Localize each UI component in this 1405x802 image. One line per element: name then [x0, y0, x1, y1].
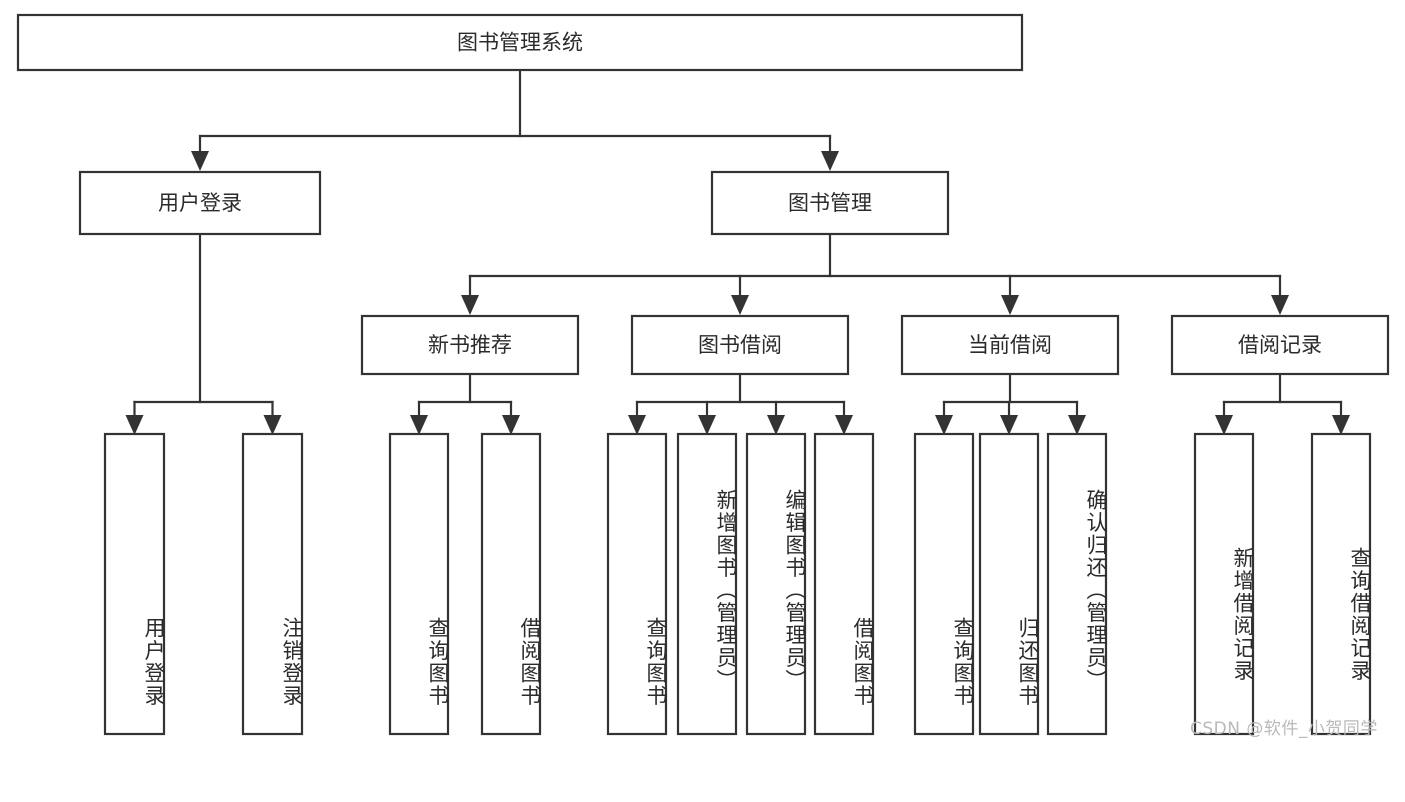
- node-level3-0-label: 新书推荐: [428, 333, 512, 357]
- node-leaf-8-rect[interactable]: [913, 432, 975, 736]
- arrow-head: [935, 415, 953, 435]
- node-leaf-5-rect[interactable]: [676, 432, 738, 736]
- node-root-label: 图书管理系统: [457, 31, 583, 55]
- node-leaf-12[interactable]: [1310, 432, 1372, 736]
- node-root[interactable]: 图书管理系统: [16, 13, 1024, 72]
- node-level3-3[interactable]: 借阅记录: [1170, 314, 1390, 376]
- node-level3-2-label: 当前借阅: [968, 333, 1052, 357]
- arrow-head: [1271, 295, 1289, 315]
- node-leaf-0-rect[interactable]: [103, 432, 166, 736]
- arrow-head: [1215, 415, 1233, 435]
- arrow-head: [1332, 415, 1350, 435]
- node-leaf-1-rect[interactable]: [241, 432, 304, 736]
- node-leaf-2-rect[interactable]: [388, 432, 450, 736]
- node-level3-0-rect[interactable]: [360, 314, 580, 376]
- node-leaf-5[interactable]: [676, 432, 738, 736]
- node-leaf-11[interactable]: [1193, 432, 1255, 736]
- arrow-head: [731, 295, 749, 315]
- node-leaf-3-rect[interactable]: [480, 432, 542, 736]
- arrow-head: [1068, 415, 1086, 435]
- arrow-head: [767, 415, 785, 435]
- node-leaf-3[interactable]: [480, 432, 542, 736]
- node-leaf-9-rect[interactable]: [978, 432, 1040, 736]
- arrow-head: [628, 415, 646, 435]
- node-leaf-10[interactable]: [1046, 432, 1108, 736]
- edges-layer: [125, 68, 1350, 435]
- node-level3-1-rect[interactable]: [630, 314, 850, 376]
- arrow-head: [410, 415, 428, 435]
- node-level3-0[interactable]: 新书推荐: [360, 314, 580, 376]
- node-level3-2-rect[interactable]: [900, 314, 1120, 376]
- arrow-head: [698, 415, 716, 435]
- csdn-watermark: CSDN @软件_小贺同学: [1190, 719, 1378, 739]
- node-leaf-9[interactable]: [978, 432, 1040, 736]
- node-level2-0-rect[interactable]: [78, 170, 322, 236]
- arrow-head: [191, 151, 209, 171]
- arrow-head: [1001, 295, 1019, 315]
- node-level2-1-label: 图书管理: [788, 191, 872, 215]
- arrow-head: [263, 415, 282, 435]
- node-level3-3-label: 借阅记录: [1238, 333, 1322, 357]
- node-leaf-6-rect[interactable]: [745, 432, 807, 736]
- node-level3-2[interactable]: 当前借阅: [900, 314, 1120, 376]
- node-leaf-10-rect[interactable]: [1046, 432, 1108, 736]
- node-leaf-4[interactable]: [606, 432, 668, 736]
- node-root-rect[interactable]: [16, 13, 1024, 72]
- node-leaf-8[interactable]: [913, 432, 975, 736]
- arrow-head: [461, 295, 479, 315]
- node-leaf-11-rect[interactable]: [1193, 432, 1255, 736]
- node-level2-1[interactable]: 图书管理: [710, 170, 950, 236]
- node-leaf-0[interactable]: [103, 432, 166, 736]
- node-leaf-12-rect[interactable]: [1310, 432, 1372, 736]
- node-level3-1[interactable]: 图书借阅: [630, 314, 850, 376]
- node-leaf-4-rect[interactable]: [606, 432, 668, 736]
- arrow-head: [835, 415, 853, 435]
- node-level2-1-rect[interactable]: [710, 170, 950, 236]
- node-level2-0[interactable]: 用户登录: [78, 170, 322, 236]
- node-leaf-6[interactable]: [745, 432, 807, 736]
- node-leaf-7-rect[interactable]: [813, 432, 875, 736]
- arrow-head: [1000, 415, 1018, 435]
- arrow-head: [125, 415, 144, 435]
- arrow-head: [502, 415, 520, 435]
- node-level3-3-rect[interactable]: [1170, 314, 1390, 376]
- node-leaf-2[interactable]: [388, 432, 450, 736]
- node-level3-1-label: 图书借阅: [698, 333, 782, 357]
- node-leaf-7[interactable]: [813, 432, 875, 736]
- node-leaf-1[interactable]: [241, 432, 304, 736]
- diagram-canvas: 图书管理系统用户登录图书管理新书推荐图书借阅当前借阅借阅记录 用户登录注销登录查…: [16, 13, 1390, 739]
- arrow-head: [821, 151, 839, 171]
- node-level2-0-label: 用户登录: [158, 191, 242, 215]
